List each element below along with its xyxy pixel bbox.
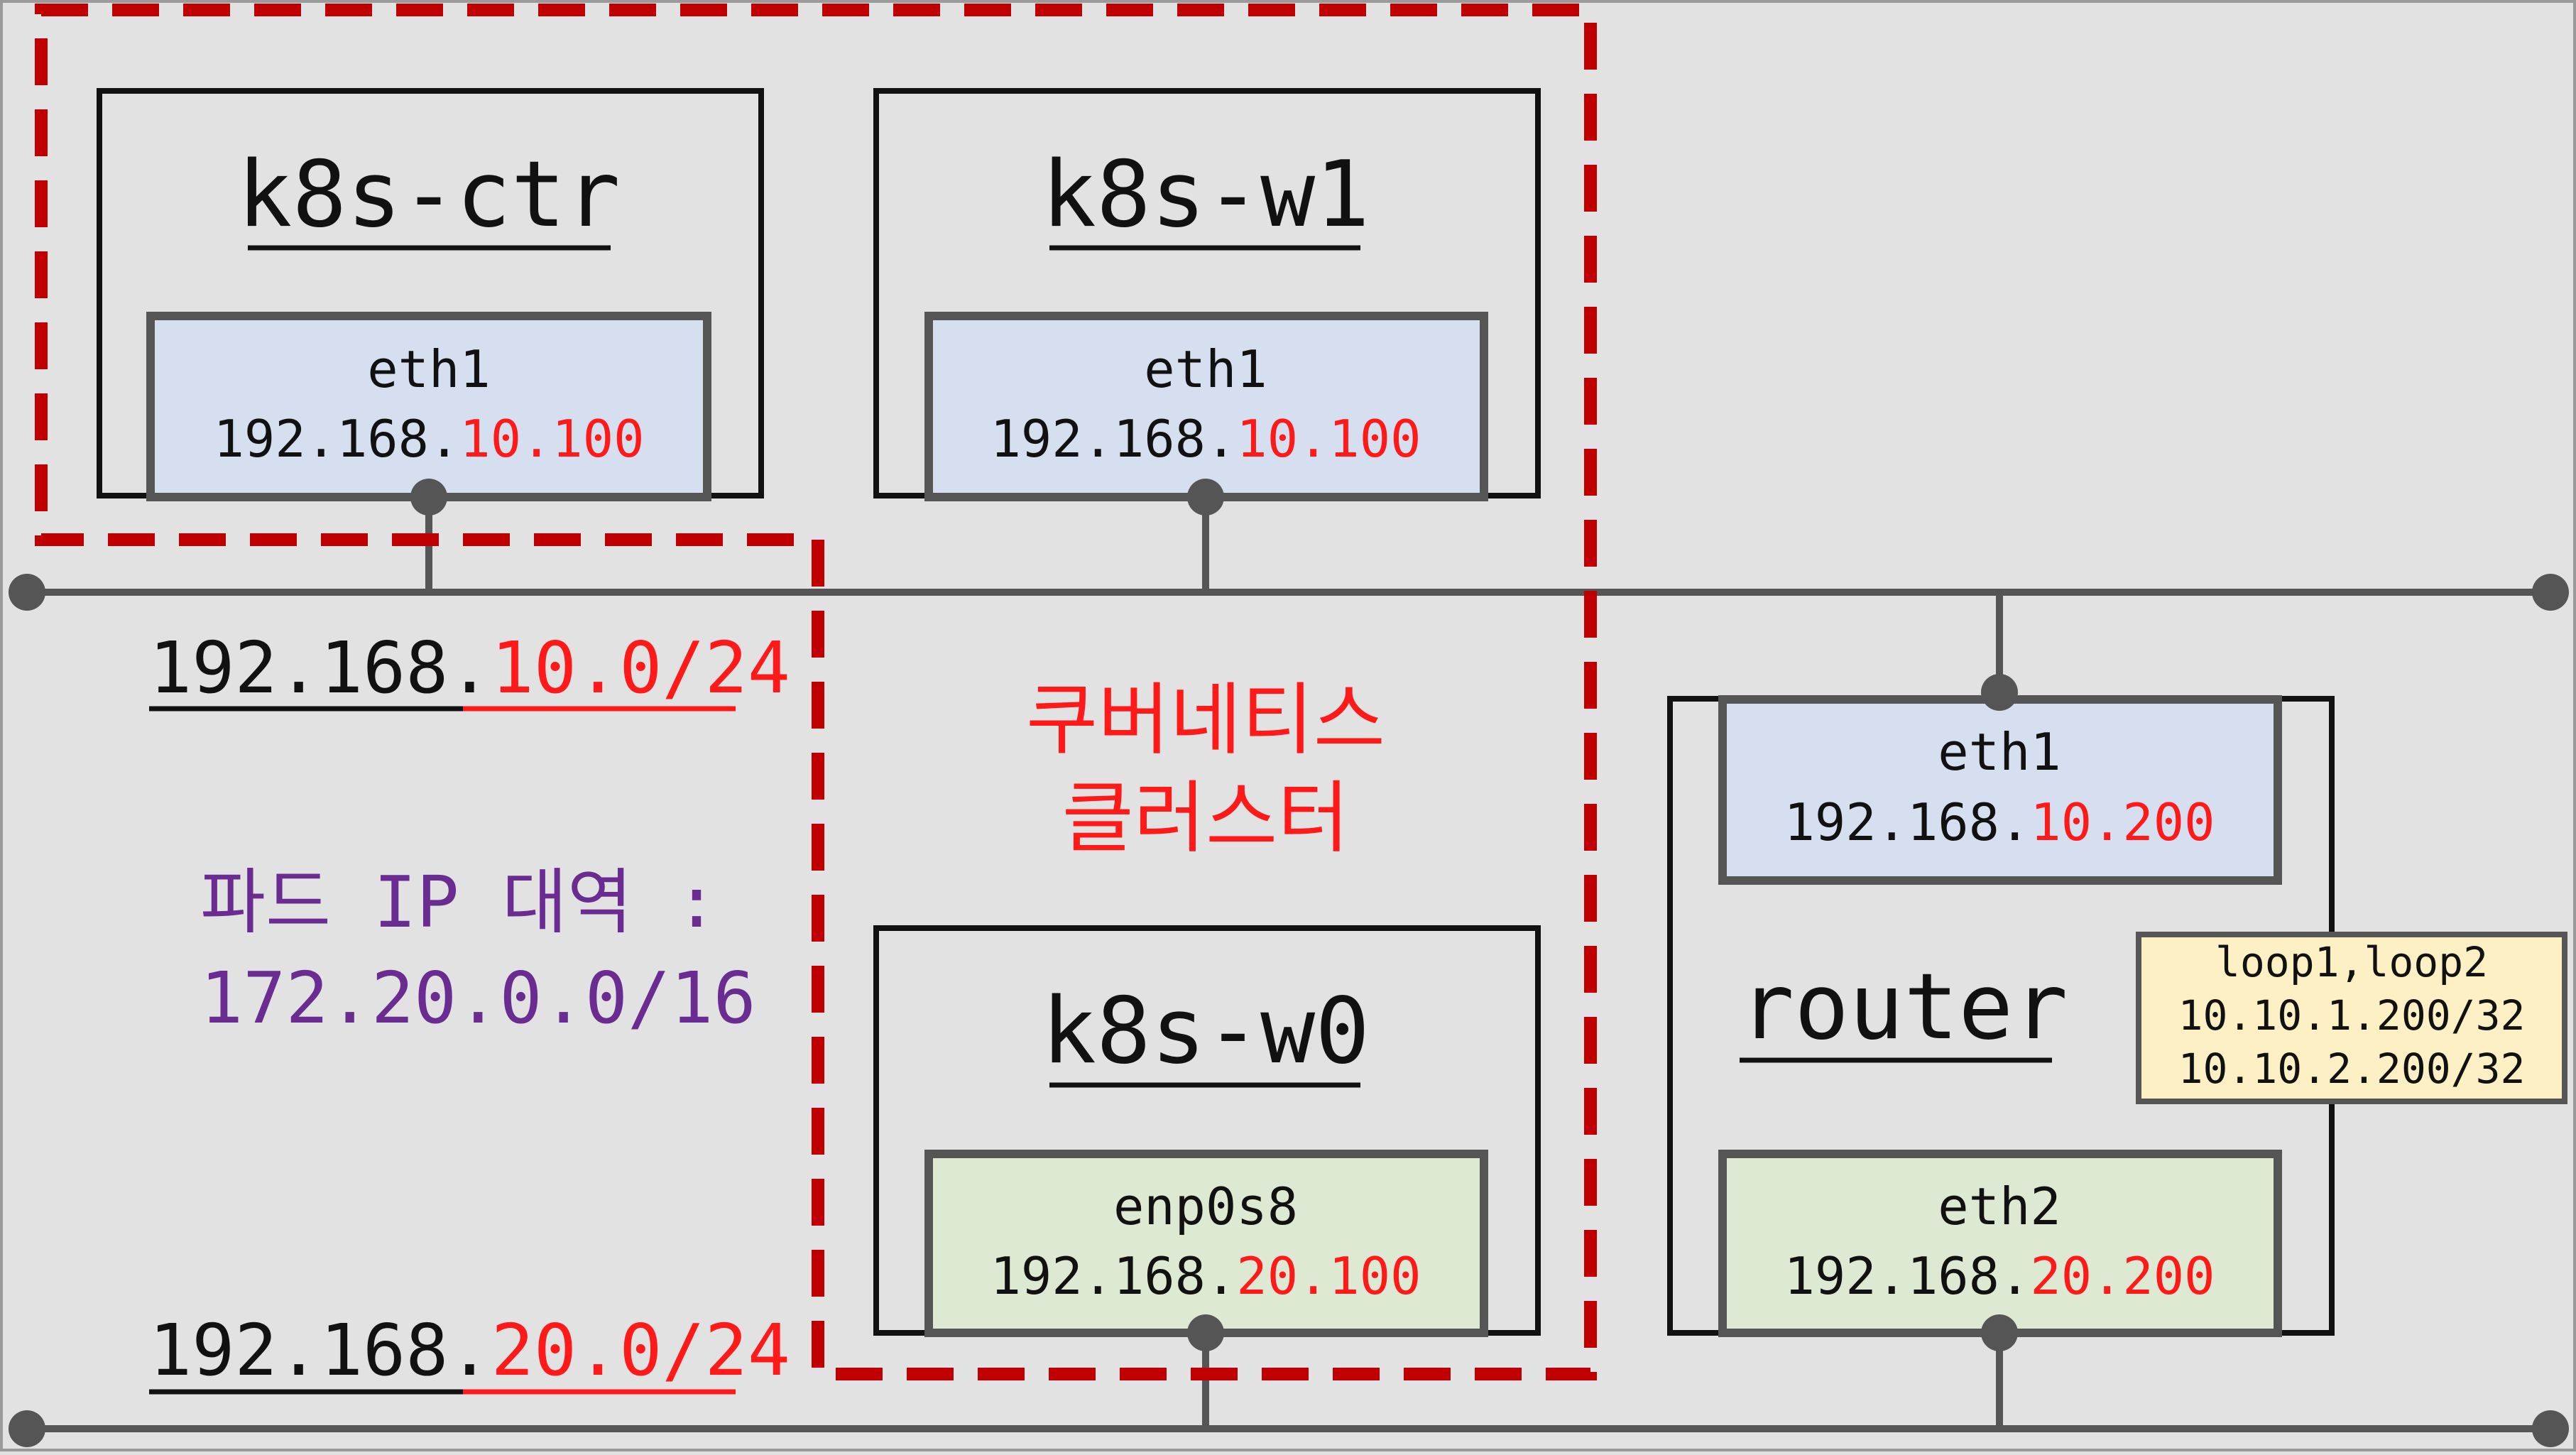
iface-ip: 192.168.10.200	[1784, 792, 2215, 852]
cluster-boundary	[35, 4, 1597, 1380]
iface-box-eth2	[1718, 1150, 2282, 1337]
iface-name: eth1	[1144, 339, 1267, 399]
node-title: k8s-w0	[1042, 979, 1370, 1084]
loopback-ip1: 10.10.1.200/32	[2178, 991, 2526, 1040]
iface-port	[1187, 1314, 1224, 1351]
iface-ip: 192.168.10.100	[990, 409, 1421, 469]
cluster-label-line2: 클러스터	[1062, 773, 1350, 863]
bus-endpoint-left	[9, 1410, 45, 1447]
iface-box	[924, 312, 1488, 501]
node-k8s-w1: k8s-w1 eth1 192.168.10.100	[873, 88, 1541, 516]
iface-port	[1187, 479, 1224, 516]
pod-range-title: 파드 IP 대역 :	[200, 861, 718, 944]
loopback-names: loop1,loop2	[2215, 938, 2488, 986]
node-k8s-w0: k8s-w0 enp0s8 192.168.20.100	[873, 925, 1541, 1351]
iface-ip: 192.168.20.200	[1784, 1246, 2215, 1306]
network-cidr: 192.168.10.0/24	[149, 626, 790, 709]
cluster-label-line1: 쿠버네티스	[1026, 675, 1385, 765]
pod-range-cidr: 172.20.0.0/16	[200, 957, 756, 1040]
iface-name: enp0s8	[1113, 1177, 1298, 1236]
network-cidr: 192.168.20.0/24	[149, 1309, 790, 1392]
bus-endpoint-right	[2532, 574, 2569, 611]
loopback-box	[2136, 932, 2567, 1104]
loopback-ip2: 10.10.2.200/32	[2178, 1045, 2526, 1093]
node-k8s-ctr: k8s-ctr eth1 192.168.10.100	[97, 88, 764, 516]
iface-port	[1981, 1314, 2018, 1351]
bus-20	[9, 1410, 2569, 1447]
node-router: eth1 192.168.10.200 router eth2 192.168.…	[1667, 674, 2567, 1351]
iface-box	[146, 312, 711, 501]
bus-10	[9, 574, 2569, 611]
bus-endpoint-right	[2532, 1410, 2569, 1447]
network-label-10: 192.168.10.0/24	[149, 626, 790, 712]
iface-name: eth1	[367, 339, 490, 399]
bus-endpoint-left	[9, 574, 45, 611]
iface-name: eth2	[1938, 1177, 2061, 1236]
network-label-20: 192.168.20.0/24	[149, 1309, 790, 1395]
pod-range-label: 파드 IP 대역 : 172.20.0.0/16	[200, 861, 756, 1040]
iface-name: eth1	[1938, 722, 2061, 782]
iface-port	[1981, 674, 2018, 711]
iface-ip: 192.168.10.100	[214, 409, 645, 469]
iface-port	[410, 479, 447, 516]
node-title: router	[1740, 954, 2068, 1060]
iface-ip: 192.168.20.100	[990, 1246, 1421, 1306]
cluster-label: 쿠버네티스 클러스터	[1026, 675, 1385, 863]
node-title: k8s-w1	[1042, 142, 1370, 248]
node-title: k8s-ctr	[237, 142, 620, 248]
